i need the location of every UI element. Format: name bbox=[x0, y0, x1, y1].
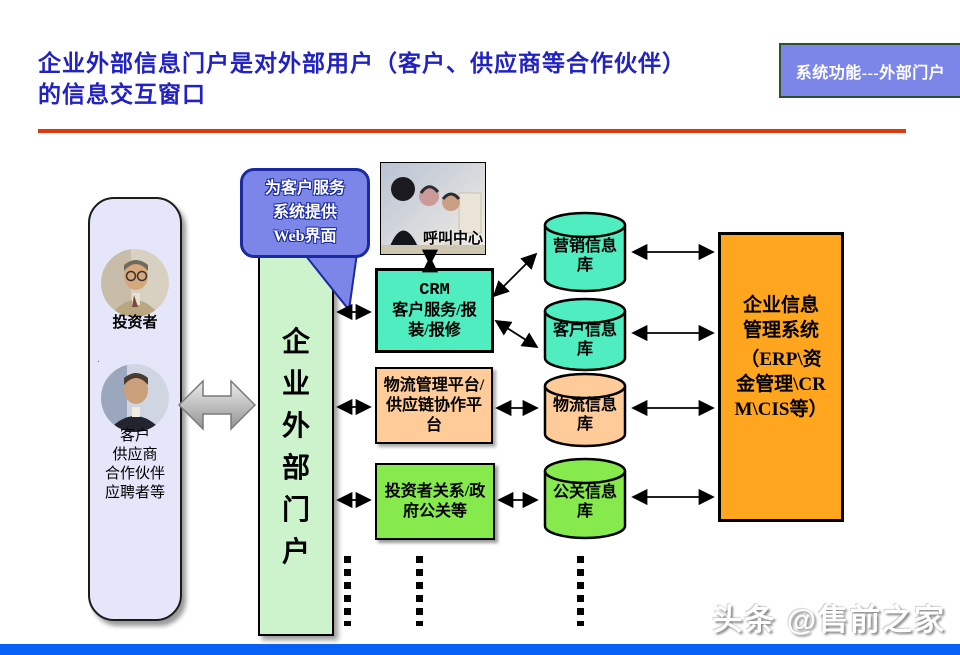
logistics-db-label: 物流信息库 bbox=[552, 396, 617, 433]
connector-crm-customerdb bbox=[494, 320, 539, 348]
customer-portrait-image bbox=[101, 364, 169, 432]
customer-db-label: 客户信息库 bbox=[552, 321, 617, 358]
customer-photo bbox=[101, 364, 169, 432]
pr-db-cylinder: 公关信息库 bbox=[542, 456, 628, 541]
corner-tag-label: 系统功能---外部门户 bbox=[795, 64, 946, 82]
customer-db-cylinder: 客户信息库 bbox=[542, 296, 628, 373]
watermark: 头条 @售前之家 bbox=[712, 604, 946, 637]
user-groups-label: 客户 供应商 合作伙伴 应聘者等 bbox=[104, 428, 165, 501]
database-cylinder-icon bbox=[543, 372, 627, 448]
connector-crm-marketingdb bbox=[492, 252, 538, 298]
logistics-service-box: 物流管理平台/供应链协作平台 bbox=[375, 367, 493, 444]
enterprise-info-system-box: 企业信息管理系统 （ERP\资金管理\CRM\CIS等） bbox=[718, 232, 844, 522]
enterprise-info-system-name: 企业信息管理系统 bbox=[742, 295, 819, 341]
users-portal-double-arrow bbox=[177, 379, 257, 431]
external-users-panel: 投资者 . 客户 供应商 合作伙伴 应聘者等 bbox=[88, 197, 182, 621]
title-divider bbox=[38, 129, 906, 133]
marketing-db-label: 营销信息库 bbox=[552, 237, 617, 274]
external-portal-box: 企业外部门户 bbox=[258, 218, 334, 636]
crm-body: 客户服务/报装/报修 bbox=[392, 301, 477, 339]
enterprise-info-system-detail: （ERP\资金管理\CRM\CIS等） bbox=[734, 349, 828, 420]
ellipsis-dots bbox=[416, 556, 423, 626]
crm-title: CRM bbox=[419, 280, 450, 300]
investor-relations-box: 投资者关系/政府公关等 bbox=[375, 463, 495, 540]
web-interface-callout: 为客户服务 系统提供 Web界面 bbox=[240, 168, 370, 258]
call-center-photo: 呼叫中心 bbox=[380, 162, 486, 255]
database-cylinder-icon bbox=[543, 211, 627, 293]
slide-title: 企业外部信息门户是对外部用户（客户、供应商等合作伙伴） 的信息交互窗口 bbox=[38, 51, 686, 107]
database-cylinder-icon bbox=[543, 457, 627, 540]
call-center-label: 呼叫中心 bbox=[422, 231, 483, 247]
web-interface-callout-text: 为客户服务 系统提供 Web界面 bbox=[264, 180, 345, 245]
call-center-image bbox=[381, 163, 485, 254]
ellipsis-dots bbox=[344, 556, 351, 626]
investor-portrait-image bbox=[101, 249, 169, 317]
database-cylinder-icon bbox=[543, 297, 627, 372]
external-portal-label: 企业外部门户 bbox=[281, 327, 310, 568]
stray-dot: . bbox=[97, 351, 100, 365]
investor-photo bbox=[101, 249, 169, 317]
crm-service-box: CRM 客户服务/报装/报修 bbox=[375, 268, 494, 353]
corner-tag: 系统功能---外部门户 bbox=[779, 43, 960, 98]
pr-db-label: 公关信息库 bbox=[552, 484, 617, 521]
investor-label: 投资者 bbox=[112, 315, 158, 331]
bottom-accent-bar bbox=[0, 644, 960, 655]
ellipsis-dots bbox=[577, 556, 584, 626]
logistics-body: 物流管理平台/供应链协作平台 bbox=[383, 376, 485, 434]
investor-relations-body: 投资者关系/政府公关等 bbox=[384, 482, 486, 520]
marketing-db-cylinder: 营销信息库 bbox=[542, 210, 628, 294]
logistics-db-cylinder: 物流信息库 bbox=[542, 371, 628, 449]
